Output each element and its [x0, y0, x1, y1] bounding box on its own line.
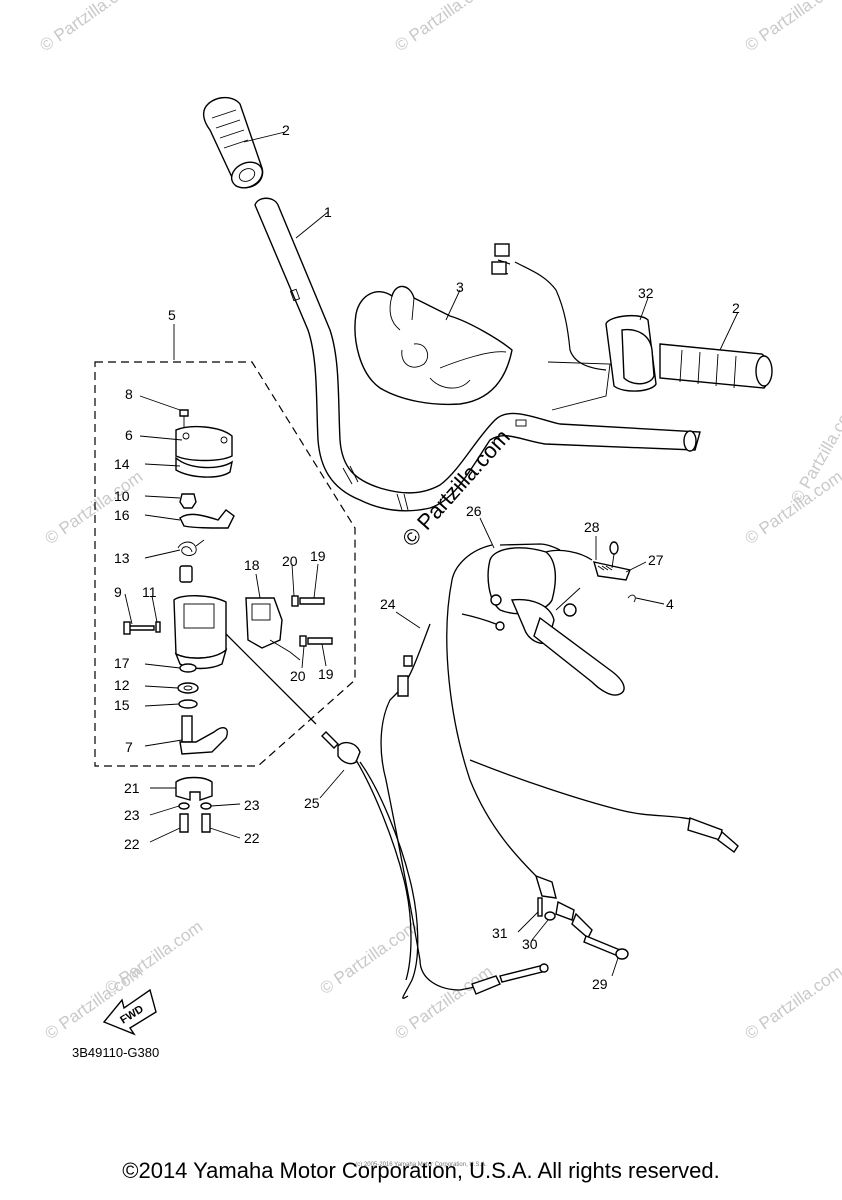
callout-20: 20 [290, 668, 306, 684]
callout-21: 21 [124, 780, 140, 796]
callout-14: 14 [114, 456, 130, 472]
callout-23: 23 [124, 807, 140, 823]
watermark: © Partzilla.com [741, 467, 842, 548]
copyright: ©2014 Yamaha Motor Corporation, U.S.A. A… [122, 1158, 720, 1183]
callout-8: 8 [125, 386, 133, 402]
callout-9: 9 [114, 584, 122, 600]
handlebar [254, 197, 701, 512]
leader-lines [124, 131, 739, 977]
throttle-cable [225, 633, 419, 999]
callout-32: 32 [638, 285, 654, 301]
callout-27: 27 [648, 552, 664, 568]
callout-2: 2 [282, 122, 290, 138]
callout-22: 22 [244, 830, 260, 846]
callout-18: 18 [244, 557, 260, 573]
callouts: 1 2 2 3 4 5 6 7 8 9 10 11 12 13 14 15 16… [114, 122, 740, 992]
callout-31: 31 [492, 925, 508, 941]
callout-13: 13 [114, 550, 130, 566]
callout-12: 12 [114, 677, 130, 693]
callout-30: 30 [522, 936, 538, 952]
watermark: © Partzilla.com [316, 917, 421, 998]
left-grip [202, 97, 264, 189]
handlebar-cover [354, 285, 513, 406]
clamp-parts [175, 776, 213, 833]
callout-11: 11 [142, 584, 157, 600]
callout-3: 3 [456, 279, 464, 295]
callout-5: 5 [168, 307, 176, 323]
throttle-parts [123, 409, 333, 755]
watermark: © Partzilla.com [36, 0, 141, 55]
watermark: © Partzilla.com [391, 0, 496, 55]
watermark: © Partzilla.com [741, 962, 842, 1043]
callout-24: 24 [380, 596, 396, 612]
brake-cable [380, 579, 739, 991]
right-switch-grip [491, 243, 773, 411]
callout-4: 4 [666, 596, 674, 612]
callout-1: 1 [324, 204, 332, 220]
callout-19: 19 [318, 666, 334, 682]
watermark-main: © Partzilla.com [397, 424, 515, 551]
callout-10: 10 [114, 488, 130, 504]
brake-master-cylinder [451, 541, 636, 696]
small-copyright: (c) 2005-2016 Yamaha Motor Corporation, … [355, 1162, 487, 1168]
callout-29: 29 [592, 976, 608, 992]
callout-22: 22 [124, 836, 140, 852]
callout-23: 23 [244, 797, 260, 813]
assembly-box [94, 361, 356, 767]
callout-25: 25 [304, 795, 320, 811]
callout-7: 7 [125, 739, 133, 755]
callout-16: 16 [114, 507, 130, 523]
callout-6: 6 [125, 427, 133, 443]
callout-2: 2 [732, 300, 740, 316]
callout-15: 15 [114, 697, 130, 713]
cable-adjuster [471, 874, 629, 995]
callout-26: 26 [466, 503, 482, 519]
callout-28: 28 [584, 519, 600, 535]
fwd-arrow: FWD [102, 988, 157, 1036]
diagram-code: 3B49110-G380 [72, 1045, 160, 1060]
callout-20: 20 [282, 553, 298, 569]
watermark: © Partzilla.com [41, 467, 146, 548]
callout-19: 19 [310, 548, 326, 564]
watermark: © Partzilla.com [741, 0, 842, 55]
callout-17: 17 [114, 655, 130, 671]
